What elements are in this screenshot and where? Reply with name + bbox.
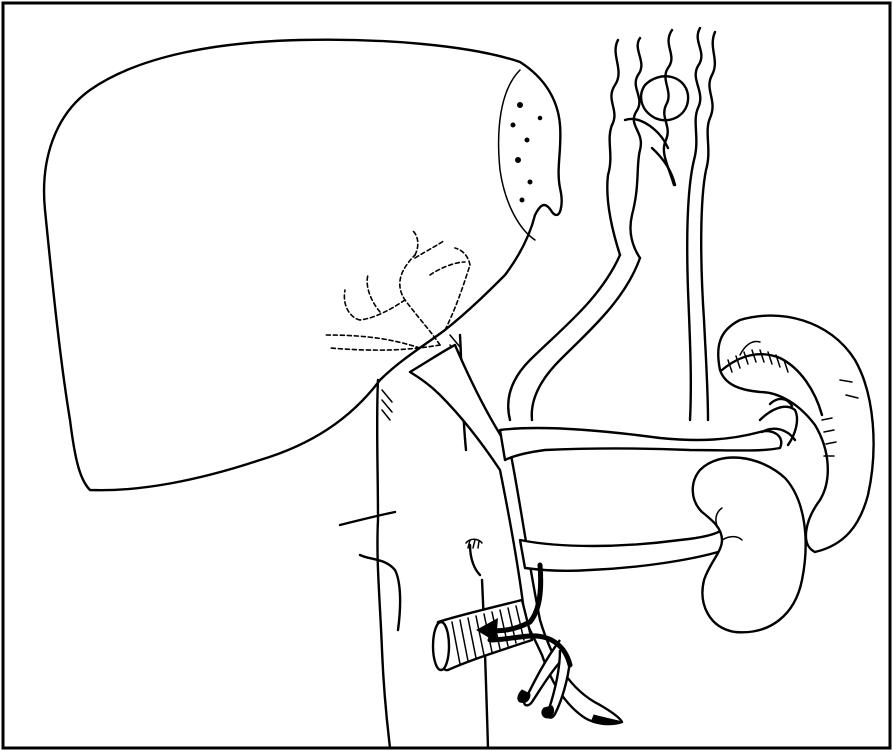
anatomical-diagram xyxy=(0,0,893,751)
diagram-canvas xyxy=(0,0,893,751)
